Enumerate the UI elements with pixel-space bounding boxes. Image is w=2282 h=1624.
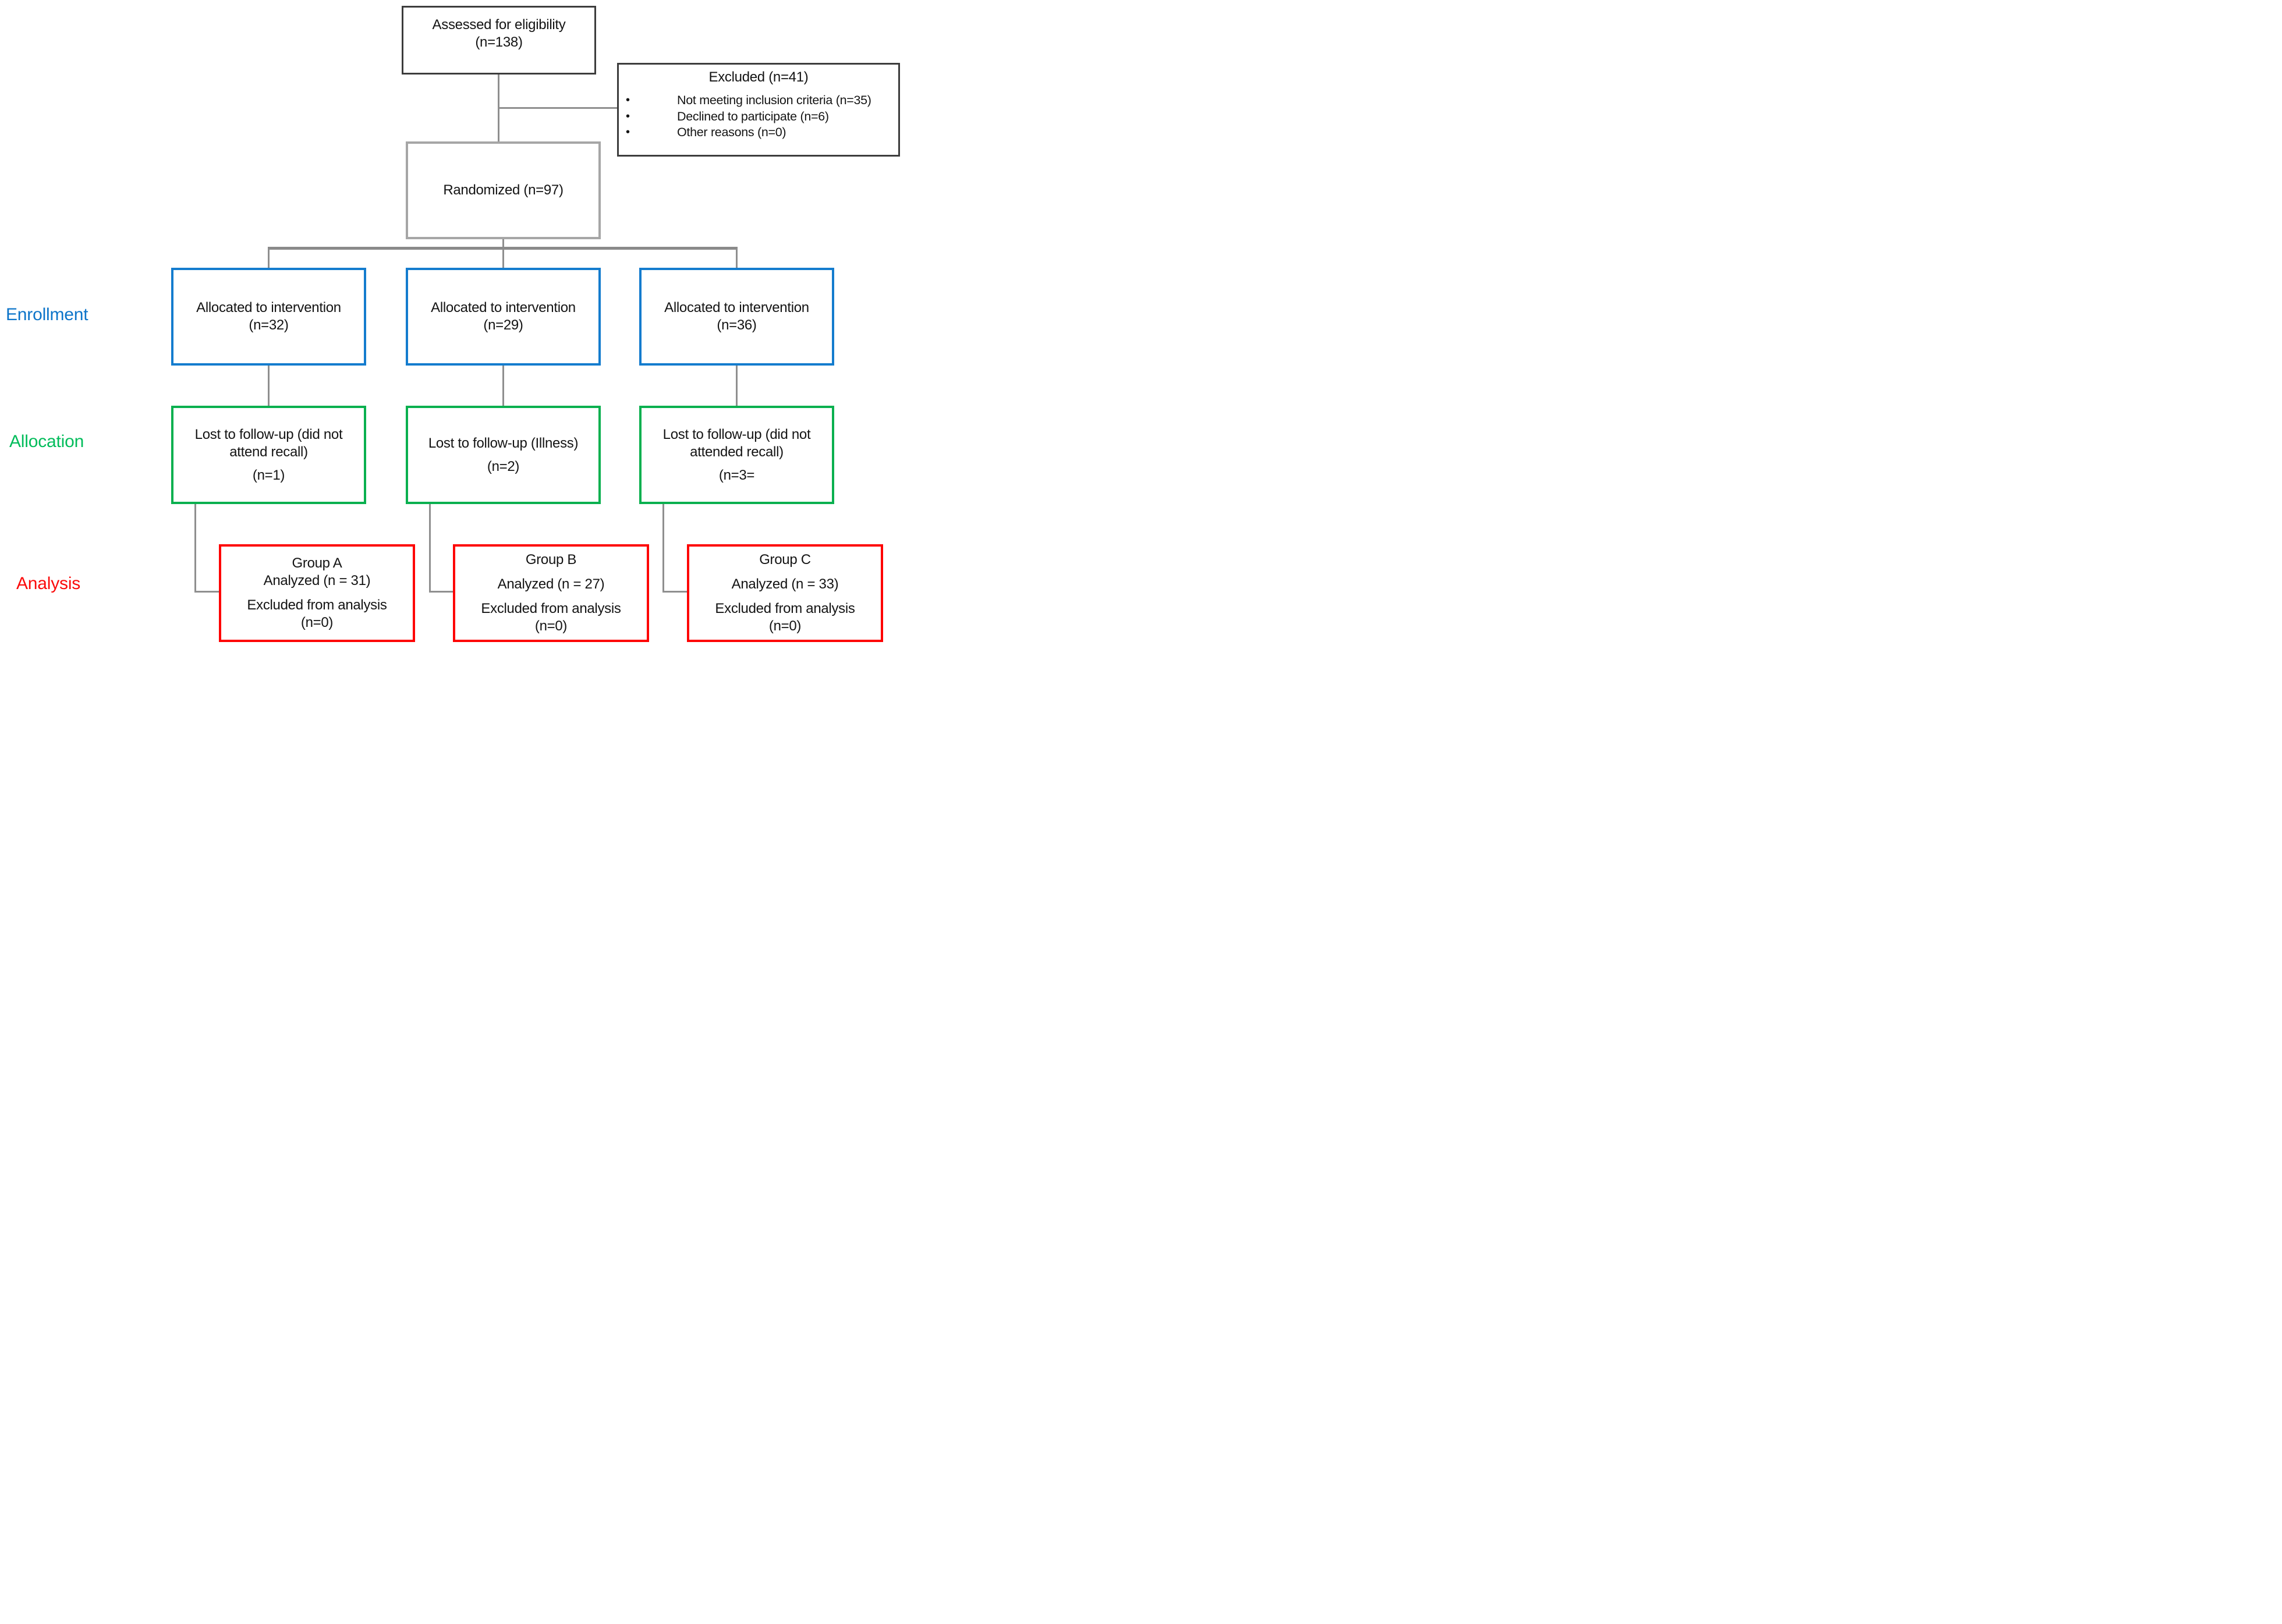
excluded-from-analysis: Excluded from analysis [715,601,855,616]
stage-label-analysis: Analysis [16,574,81,593]
allocated-line2: (n=32) [249,317,289,333]
group-label: Group C [759,552,811,568]
connector-to-excluded [498,107,617,109]
excluded-box: Excluded (n=41) • Not meeting inclusion … [617,63,900,157]
followup-reason: Lost to follow-up (Illness) [428,435,579,451]
followup-count: (n=1) [252,467,285,483]
connector-blue-green-left [268,366,270,406]
randomized-box: Randomized (n=97) [406,141,601,239]
excluded-bullet-text: Other reasons (n=0) [677,125,786,139]
connector-green-red-left-h [194,591,219,593]
followup-box-left: Lost to follow-up (did not attend recall… [171,406,366,504]
connector-green-red-right-h [662,591,687,593]
excluded-from-analysis-count: (n=0) [300,615,334,630]
connector-drop-left [268,249,270,268]
analysis-box-group-a: Group A Analyzed (n = 31) Excluded from … [219,544,415,642]
randomized-text: Randomized (n=97) [443,182,564,198]
followup-count: (n=2) [487,458,520,474]
followup-count: (n=3= [718,467,755,483]
connector-green-red-middle-v [429,504,431,593]
allocated-line1: Allocated to intervention [196,300,341,315]
excluded-from-analysis-count: (n=0) [534,618,568,634]
connector-green-red-middle-h [429,591,453,593]
connector-drop-middle [502,249,504,268]
connector-blue-green-middle [502,366,504,406]
allocated-box-left: Allocated to intervention (n=32) [171,268,366,366]
connector-distribution-bar [268,247,738,250]
connector-green-red-left-v [194,504,196,593]
excluded-bullet-list: • Not meeting inclusion criteria (n=35) … [619,93,898,141]
connector-randomized-stub [502,239,504,249]
allocated-box-middle: Allocated to intervention (n=29) [406,268,601,366]
connector-green-red-right-v [662,504,664,593]
allocated-line1: Allocated to intervention [431,300,576,315]
followup-reason: Lost to follow-up (did not attend recall… [194,426,343,460]
stage-label-enrollment: Enrollment [6,305,88,324]
group-label: Group B [525,552,577,568]
excluded-bullet-item: • Not meeting inclusion criteria (n=35) [619,93,898,109]
allocated-line2: (n=29) [483,317,523,333]
group-label: Group A [292,555,342,571]
assessed-line2: (n=138) [475,34,523,50]
assessed-for-eligibility-box: Assessed for eligibility (n=138) [402,6,596,75]
followup-box-middle: Lost to follow-up (Illness) (n=2) [406,406,601,504]
connector-blue-green-right [736,366,738,406]
assessed-line1: Assessed for eligibility [432,17,566,33]
analysis-box-group-b: Group B Analyzed (n = 27) Excluded from … [453,544,649,642]
excluded-bullet-text: Declined to participate (n=6) [677,109,829,123]
allocated-box-right: Allocated to intervention (n=36) [639,268,834,366]
bullet-icon: • [626,94,630,107]
analyzed-count: Analyzed (n = 27) [497,576,605,592]
excluded-from-analysis: Excluded from analysis [481,601,621,616]
connector-drop-right [736,249,738,268]
bullet-icon: • [626,109,630,123]
excluded-from-analysis-count: (n=0) [768,618,802,634]
consort-flow-diagram: Enrollment Allocation Analysis Assessed … [0,0,913,650]
followup-box-right: Lost to follow-up (did not attended reca… [639,406,834,504]
allocated-line2: (n=36) [717,317,757,333]
excluded-from-analysis: Excluded from analysis [247,597,387,613]
excluded-bullet-item: • Declined to participate (n=6) [619,109,898,125]
excluded-bullet-item: • Other reasons (n=0) [619,125,898,141]
analysis-box-group-c: Group C Analyzed (n = 33) Excluded from … [687,544,883,642]
bullet-icon: • [626,126,630,139]
analyzed-count: Analyzed (n = 33) [731,576,839,592]
followup-reason: Lost to follow-up (did not attended reca… [662,426,811,460]
stage-label-allocation: Allocation [9,432,84,451]
connector-assessed-to-randomized [498,75,499,143]
allocated-line1: Allocated to intervention [664,300,809,315]
excluded-bullet-text: Not meeting inclusion criteria (n=35) [677,93,871,107]
analyzed-count: Analyzed (n = 31) [263,573,371,588]
excluded-title: Excluded (n=41) [708,69,809,85]
